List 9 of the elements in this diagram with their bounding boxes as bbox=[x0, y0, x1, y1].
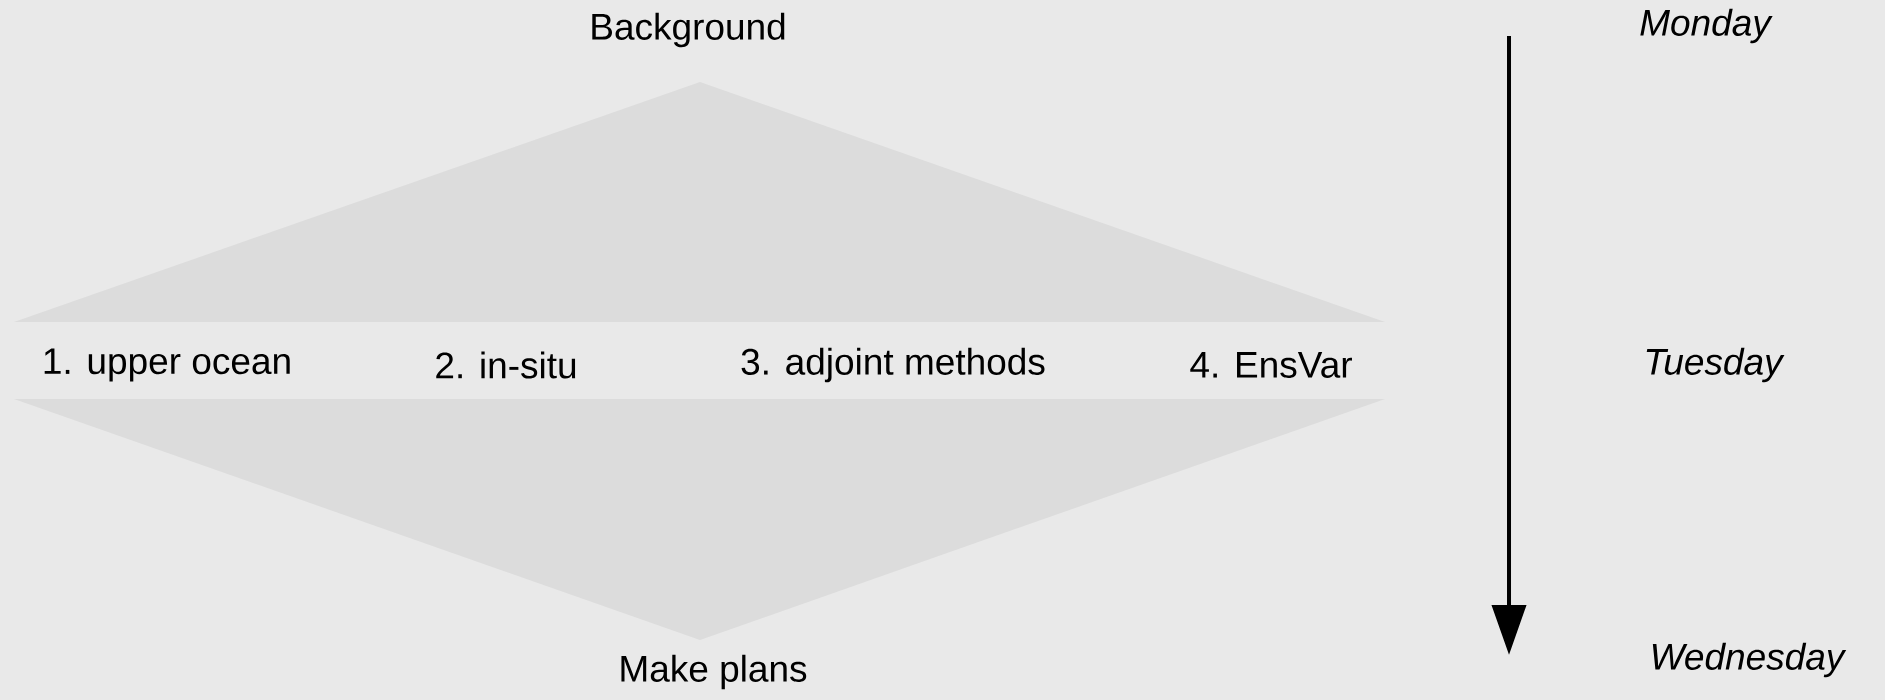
day-label: Wednesday bbox=[1652, 642, 1847, 678]
topic-label: 3. adjoint methods bbox=[741, 347, 1045, 383]
topic-label: 4. EnsVar bbox=[1190, 352, 1352, 378]
day-label: Monday bbox=[1640, 8, 1773, 44]
topic-label: 2. in-situ bbox=[436, 351, 576, 379]
day-label: Tuesday bbox=[1646, 347, 1785, 383]
node-label: Background bbox=[592, 12, 785, 48]
topic-label: 1. upper ocean bbox=[44, 348, 290, 382]
node-label: Make plans bbox=[621, 654, 807, 690]
